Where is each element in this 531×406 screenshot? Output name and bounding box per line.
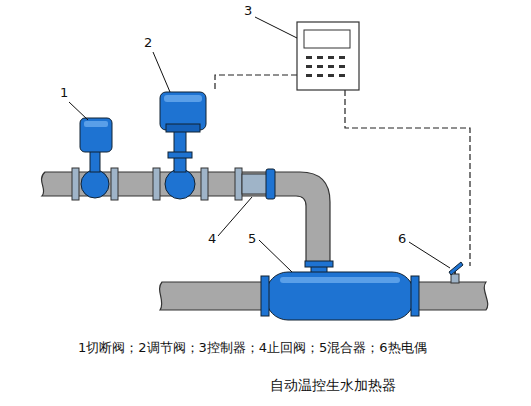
callout-number: 2 (144, 36, 152, 51)
signal-wire (345, 90, 470, 266)
signal-wire (215, 75, 297, 92)
parts-key: 1切断阀；2调节阀；3控制器；4止回阀；5混合器；6热电偶 (78, 341, 427, 356)
callout-number: 5 (248, 232, 256, 247)
check-valve (235, 168, 275, 200)
thermocouple (449, 262, 463, 283)
callout-number: 1 (60, 86, 68, 101)
callout-number: 6 (398, 232, 406, 247)
callout-number: 4 (208, 232, 216, 247)
shutoff-valve (72, 118, 118, 200)
controller-box (297, 22, 359, 90)
callout-number: 3 (244, 4, 252, 19)
mixer (261, 261, 419, 320)
caption: 自动温控生水加热器 (270, 377, 396, 393)
regulating-valve (153, 92, 208, 200)
leader-lines (69, 17, 450, 272)
